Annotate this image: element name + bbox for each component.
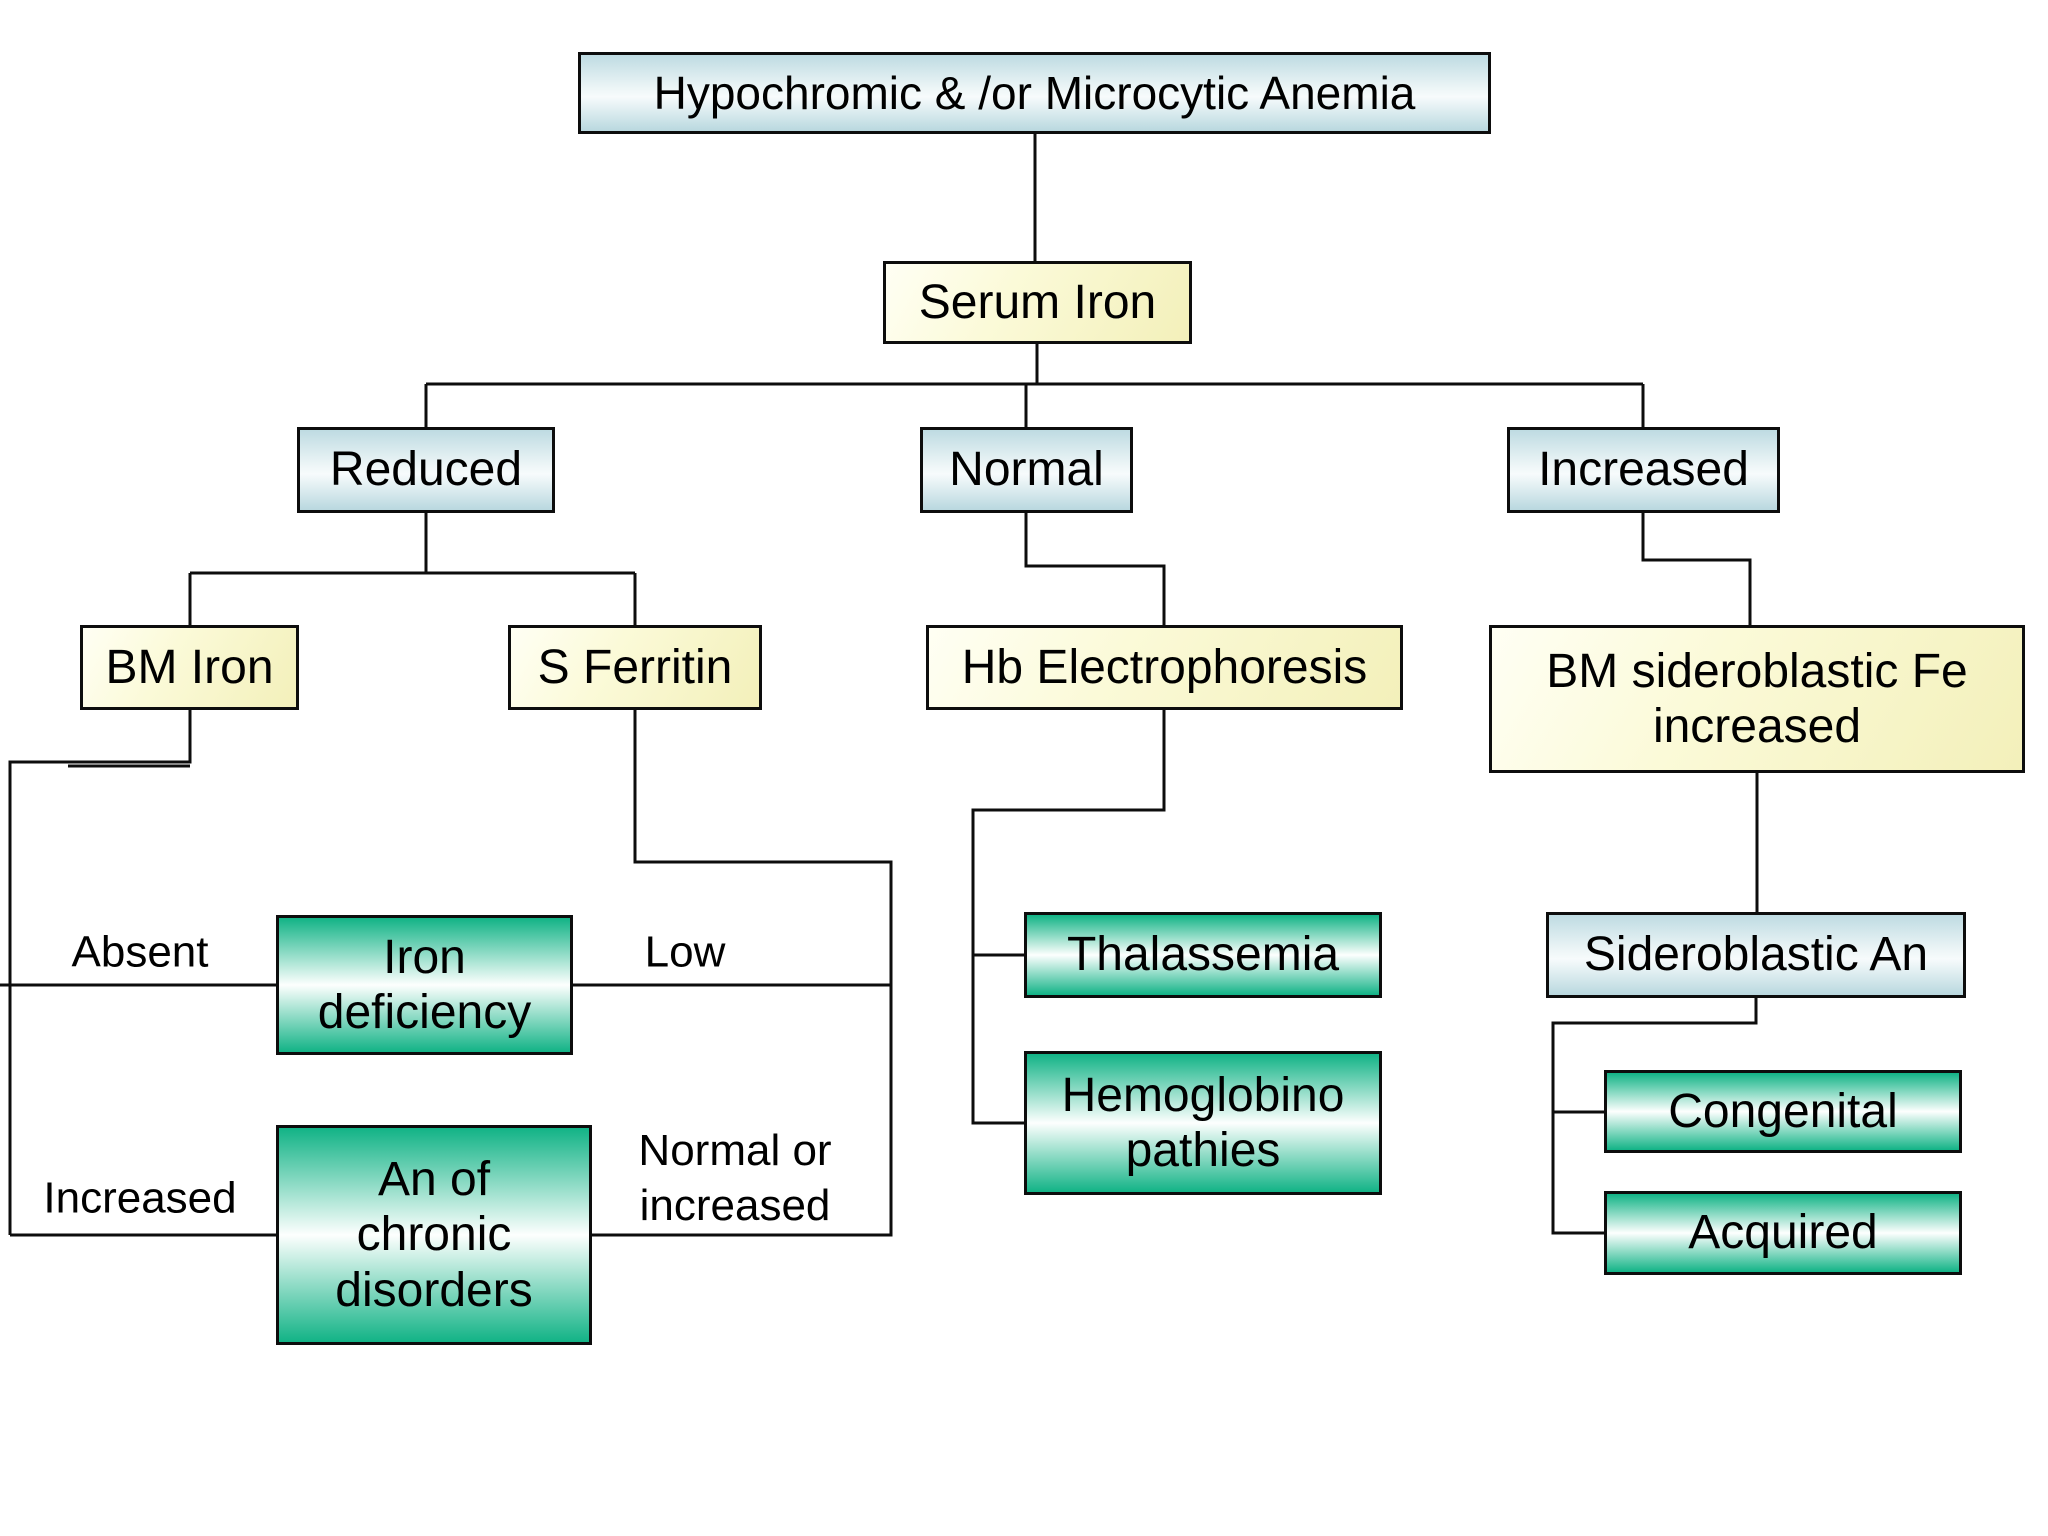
- node-serum-iron-label: Serum Iron: [918, 275, 1157, 329]
- edge-normal-to-hb: [1024, 513, 1166, 625]
- node-an-of-chronic-disorders: An of chronic disorders: [276, 1125, 592, 1345]
- node-bm-iron-label: BM Iron: [105, 640, 274, 694]
- node-increased: Increased: [1507, 427, 1780, 513]
- node-normal-label: Normal: [949, 443, 1104, 497]
- node-bm-iron: BM Iron: [80, 625, 299, 710]
- node-hb-electrophoresis: Hb Electrophoresis: [926, 625, 1403, 710]
- node-sideroblastic-an-label: Sideroblastic An: [1583, 928, 1929, 982]
- edge-label-low: Low: [645, 925, 726, 980]
- node-root: Hypochromic & /or Microcytic Anemia: [578, 52, 1491, 134]
- edge-bm-iron-bracket: [8, 710, 192, 1235]
- edge-increased-to-bm-sidero: [1641, 513, 1752, 625]
- edge-label-increased: Increased: [43, 1171, 236, 1226]
- node-iron-deficiency-line2: deficiency: [317, 986, 532, 1039]
- node-bm-sideroblastic-line2: increased: [1652, 700, 1862, 753]
- node-bm-sideroblastic-line1: BM sideroblastic Fe: [1546, 644, 1968, 698]
- node-sideroblastic-an: Sideroblastic An: [1546, 912, 1966, 998]
- node-an-of-chronic-line2: chronic: [356, 1208, 512, 1262]
- node-increased-label: Increased: [1538, 443, 1749, 497]
- node-normal: Normal: [920, 427, 1133, 513]
- edge-label-normal-or-line2: increased: [639, 1181, 831, 1230]
- node-hb-electrophoresis-label: Hb Electrophoresis: [961, 640, 1368, 694]
- node-congenital-label: Congenital: [1668, 1084, 1898, 1138]
- node-iron-deficiency-line1: Iron: [383, 930, 466, 984]
- node-reduced: Reduced: [297, 427, 555, 513]
- node-serum-iron: Serum Iron: [883, 261, 1192, 344]
- node-hemoglobinopathies-line1: Hemoglobino: [1061, 1068, 1345, 1122]
- edge-label-absent-text: Absent: [71, 927, 209, 977]
- node-bm-sideroblastic: BM sideroblastic Fe increased: [1489, 625, 2025, 773]
- node-iron-deficiency: Iron deficiency: [276, 915, 573, 1055]
- node-s-ferritin: S Ferritin: [508, 625, 762, 710]
- node-hemoglobinopathies-line2: pathies: [1125, 1124, 1281, 1177]
- node-acquired: Acquired: [1604, 1191, 1962, 1275]
- node-root-label: Hypochromic & /or Microcytic Anemia: [653, 66, 1416, 119]
- edge-label-absent: Absent: [72, 925, 209, 980]
- node-acquired-label: Acquired: [1688, 1206, 1878, 1260]
- node-reduced-label: Reduced: [329, 443, 523, 497]
- node-an-of-chronic-line1: An of: [377, 1153, 491, 1207]
- edge-s-ferritin-bracket: [592, 710, 893, 1237]
- edge-label-low-text: Low: [644, 927, 726, 977]
- node-an-of-chronic-line3: disorders: [335, 1263, 533, 1317]
- node-thalassemia: Thalassemia: [1024, 912, 1382, 998]
- node-congenital: Congenital: [1604, 1070, 1962, 1153]
- node-thalassemia-label: Thalassemia: [1066, 928, 1340, 982]
- node-hemoglobinopathies: Hemoglobino pathies: [1024, 1051, 1382, 1195]
- edge-label-normal-or-increased: Normal or increased: [638, 1123, 831, 1233]
- node-s-ferritin-label: S Ferritin: [537, 640, 733, 694]
- edge-label-increased-text: Increased: [43, 1173, 237, 1223]
- edge-sidero-an-bracket: [1551, 998, 1758, 1235]
- edge-label-normal-or-line1: Normal or: [638, 1126, 832, 1175]
- edge-hb-bracket: [971, 710, 1166, 1125]
